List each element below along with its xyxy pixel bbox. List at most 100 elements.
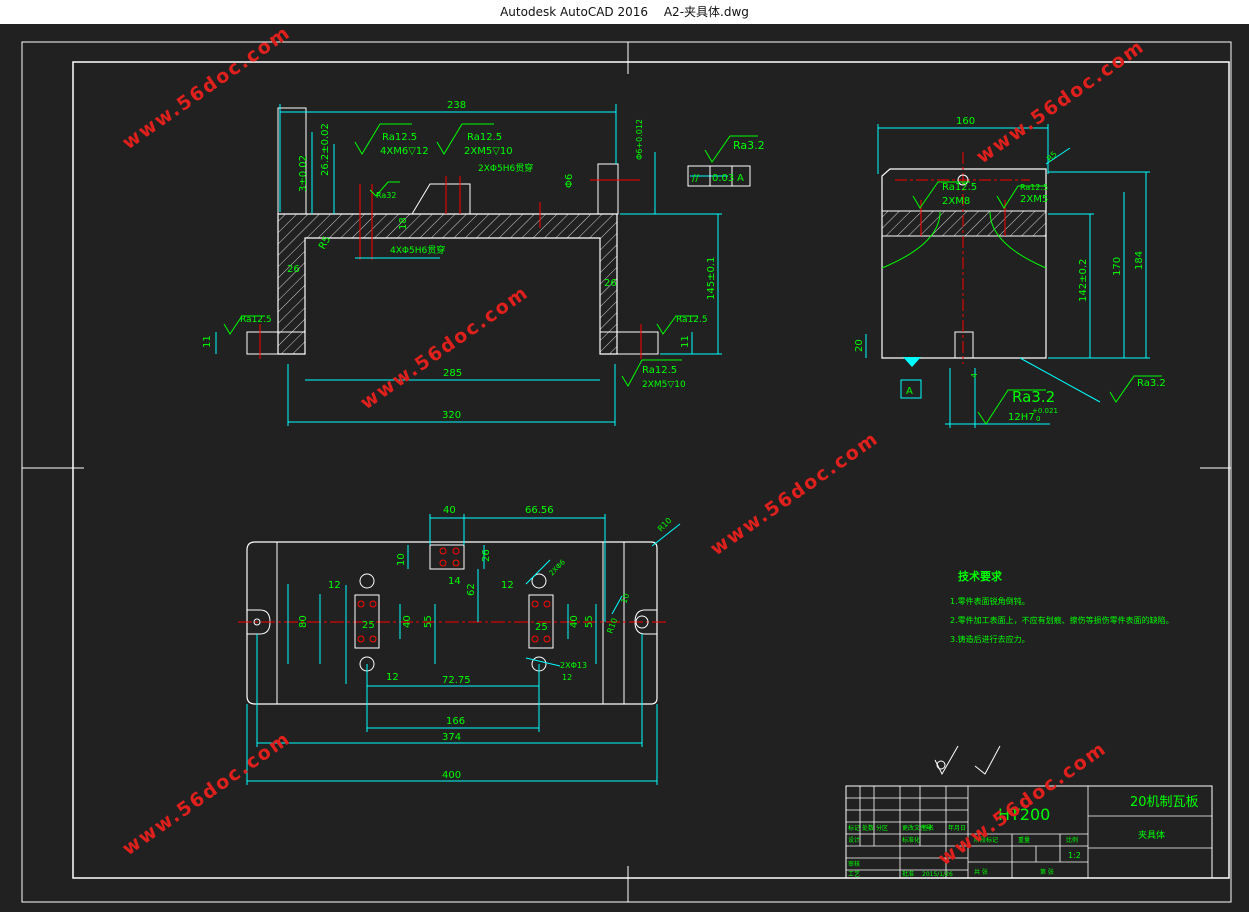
dim-top-h1: 3±0.02 bbox=[298, 155, 309, 192]
tb-row-label: 签名 bbox=[922, 824, 934, 832]
dim-25b: 25 bbox=[535, 622, 548, 633]
thread-a: 4XM6▽12 bbox=[380, 146, 429, 157]
dim-10c: 10 bbox=[619, 592, 631, 605]
drawing-svg: 238 320 285 26 26 145±0.1 11 11 3±0.02 2… bbox=[21, 21, 1232, 903]
front-view[interactable]: 238 320 285 26 26 145±0.1 11 11 3±0.02 2… bbox=[202, 100, 765, 426]
outer-frame bbox=[21, 41, 1232, 903]
file-title: A2-夹具体.dwg bbox=[663, 5, 749, 19]
side-fit-tol: +0.021 bbox=[1032, 407, 1058, 415]
dim-top-h2: 26.2±0.02 bbox=[320, 123, 331, 176]
top-body bbox=[246, 541, 658, 705]
tb-label: 第 张 bbox=[1040, 868, 1054, 876]
dim-r10b: R10 bbox=[605, 617, 619, 635]
dim-55b: 55 bbox=[584, 615, 595, 628]
left-rib bbox=[277, 107, 307, 215]
datum-box bbox=[900, 379, 922, 399]
hole-b: 2XΦ5H6贯穿 bbox=[478, 162, 533, 174]
datum-triangle bbox=[903, 357, 921, 367]
side-view[interactable]: 160 R5 Ra12.5 2XM8 Ra12.5 2XM5 142±0.2 1… bbox=[854, 116, 1166, 428]
dim-238: 238 bbox=[447, 100, 466, 111]
tb-material: HT200 bbox=[998, 805, 1050, 824]
roughness-symbols bbox=[934, 745, 1001, 776]
datum-label: A bbox=[906, 386, 913, 397]
dim-40: 40 bbox=[443, 505, 456, 516]
tb-row-label: 分区 bbox=[876, 824, 888, 832]
side-curve-right bbox=[989, 211, 1047, 269]
watermark: www.56doc.com bbox=[934, 737, 1111, 870]
tb-label: 工艺 bbox=[848, 870, 860, 878]
dim-72-75: 72.75 bbox=[442, 675, 471, 686]
dim-166: 166 bbox=[446, 716, 465, 727]
ra-right: Ra12.5 bbox=[676, 315, 708, 325]
dim-foot-left: 11 bbox=[202, 335, 213, 348]
dim-gap: 18 bbox=[398, 217, 409, 230]
tb-label: 设计 bbox=[848, 836, 860, 844]
tb-label: 共 张 bbox=[974, 868, 988, 876]
ra-gdt: Ra3.2 bbox=[733, 139, 765, 152]
dim-14: 14 bbox=[448, 576, 461, 587]
ra-bottom: Ra12.5 bbox=[642, 365, 677, 376]
notes-item-3: 3.铸造后进行去应力。 bbox=[950, 634, 1030, 644]
dim-foot-right: 11 bbox=[680, 335, 691, 348]
notes-item-1: 1.零件表面锐角倒钝。 bbox=[950, 596, 1030, 606]
drawing-canvas[interactable]: 238 320 285 26 26 145±0.1 11 11 3±0.02 2… bbox=[0, 21, 1249, 908]
dim-25a: 25 bbox=[362, 620, 375, 631]
dim-12c: 12 bbox=[386, 672, 399, 683]
tb-row-label: 标记 bbox=[848, 824, 860, 832]
dim-2xphi6: 2XΦ6 bbox=[548, 558, 568, 578]
dim-320: 320 bbox=[442, 410, 461, 421]
right-rib bbox=[597, 163, 619, 215]
side-width: 160 bbox=[956, 116, 975, 127]
side-base: 20 bbox=[854, 339, 865, 352]
dim-wall-right: 26 bbox=[604, 278, 617, 289]
side-ra-a: Ra12.5 bbox=[942, 182, 977, 193]
top-block-left bbox=[354, 594, 380, 649]
ra-12-5-b: Ra12.5 bbox=[467, 132, 502, 143]
tb-name: 20机制瓦板 bbox=[1130, 795, 1199, 810]
tb-row-label: 更改文件号 bbox=[902, 824, 932, 832]
window-titlebar: Autodesk AutoCAD 2016 A2-夹具体.dwg bbox=[0, 0, 1249, 24]
watermark: www.56doc.com bbox=[356, 281, 533, 414]
tech-notes: 技术要求 1.零件表面锐角倒钝。 2.零件加工表面上，不应有划痕、擦伤等损伤零件… bbox=[950, 569, 1174, 644]
gdt-ref: A bbox=[737, 173, 744, 184]
tb-label: 审核 bbox=[848, 860, 860, 868]
ra-left: Ra12.5 bbox=[240, 315, 272, 325]
right-foot bbox=[599, 331, 659, 355]
side-h1: 142±0.2 bbox=[1078, 259, 1089, 302]
tb-label: 标准化 bbox=[902, 836, 920, 844]
side-ra-b: Ra12.5 bbox=[1020, 183, 1048, 192]
left-foot bbox=[246, 331, 306, 355]
dim-374: 374 bbox=[442, 732, 461, 743]
dim-10: 10 bbox=[396, 553, 407, 566]
hole-c: 4XΦ5H6贯穿 bbox=[390, 244, 445, 256]
dim-phi-tol: Φ6+0.012 bbox=[635, 119, 644, 160]
thread-b: 2XM5▽10 bbox=[464, 146, 513, 157]
dim-55a: 55 bbox=[423, 615, 434, 628]
dim-12a: 12 bbox=[328, 580, 341, 591]
dim-66-56: 66.56 bbox=[525, 505, 554, 516]
watermark: www.56doc.com bbox=[706, 427, 883, 560]
dim-285: 285 bbox=[443, 368, 462, 379]
gdt-symbol: // bbox=[692, 173, 699, 184]
dim-26: 26 bbox=[481, 549, 492, 562]
side-ra-big: Ra3.2 bbox=[1012, 388, 1055, 406]
side-curve-left bbox=[881, 211, 941, 269]
inner-frame bbox=[72, 61, 1230, 879]
boss bbox=[411, 183, 471, 215]
tb-date: 2015/1/26 bbox=[922, 871, 953, 878]
dim-80: 80 bbox=[298, 615, 309, 628]
dim-62: 62 bbox=[466, 583, 477, 596]
tb-label: 比例 bbox=[1066, 836, 1078, 844]
top-view[interactable]: 40 66.56 10 26 14 62 12 12 12 12 25 25 4… bbox=[238, 505, 681, 785]
side-h3: 184 bbox=[1134, 251, 1145, 270]
ra-32: Ra32 bbox=[376, 191, 396, 200]
ra-12-5-a: Ra12.5 bbox=[382, 132, 417, 143]
dim-phi6: Φ6 bbox=[564, 174, 575, 188]
tb-label: 阶段标记 bbox=[974, 836, 998, 844]
notes-item-2: 2.零件加工表面上，不应有划痕、擦伤等损伤零件表面的缺陷。 bbox=[950, 615, 1174, 625]
side-fit: 12H7 bbox=[1008, 412, 1035, 423]
gdt-value: 0.03 bbox=[712, 173, 734, 184]
side-r5: R5 bbox=[1045, 150, 1059, 164]
side-ra-right: Ra3.2 bbox=[1137, 378, 1166, 389]
top-block-upper bbox=[429, 544, 465, 570]
